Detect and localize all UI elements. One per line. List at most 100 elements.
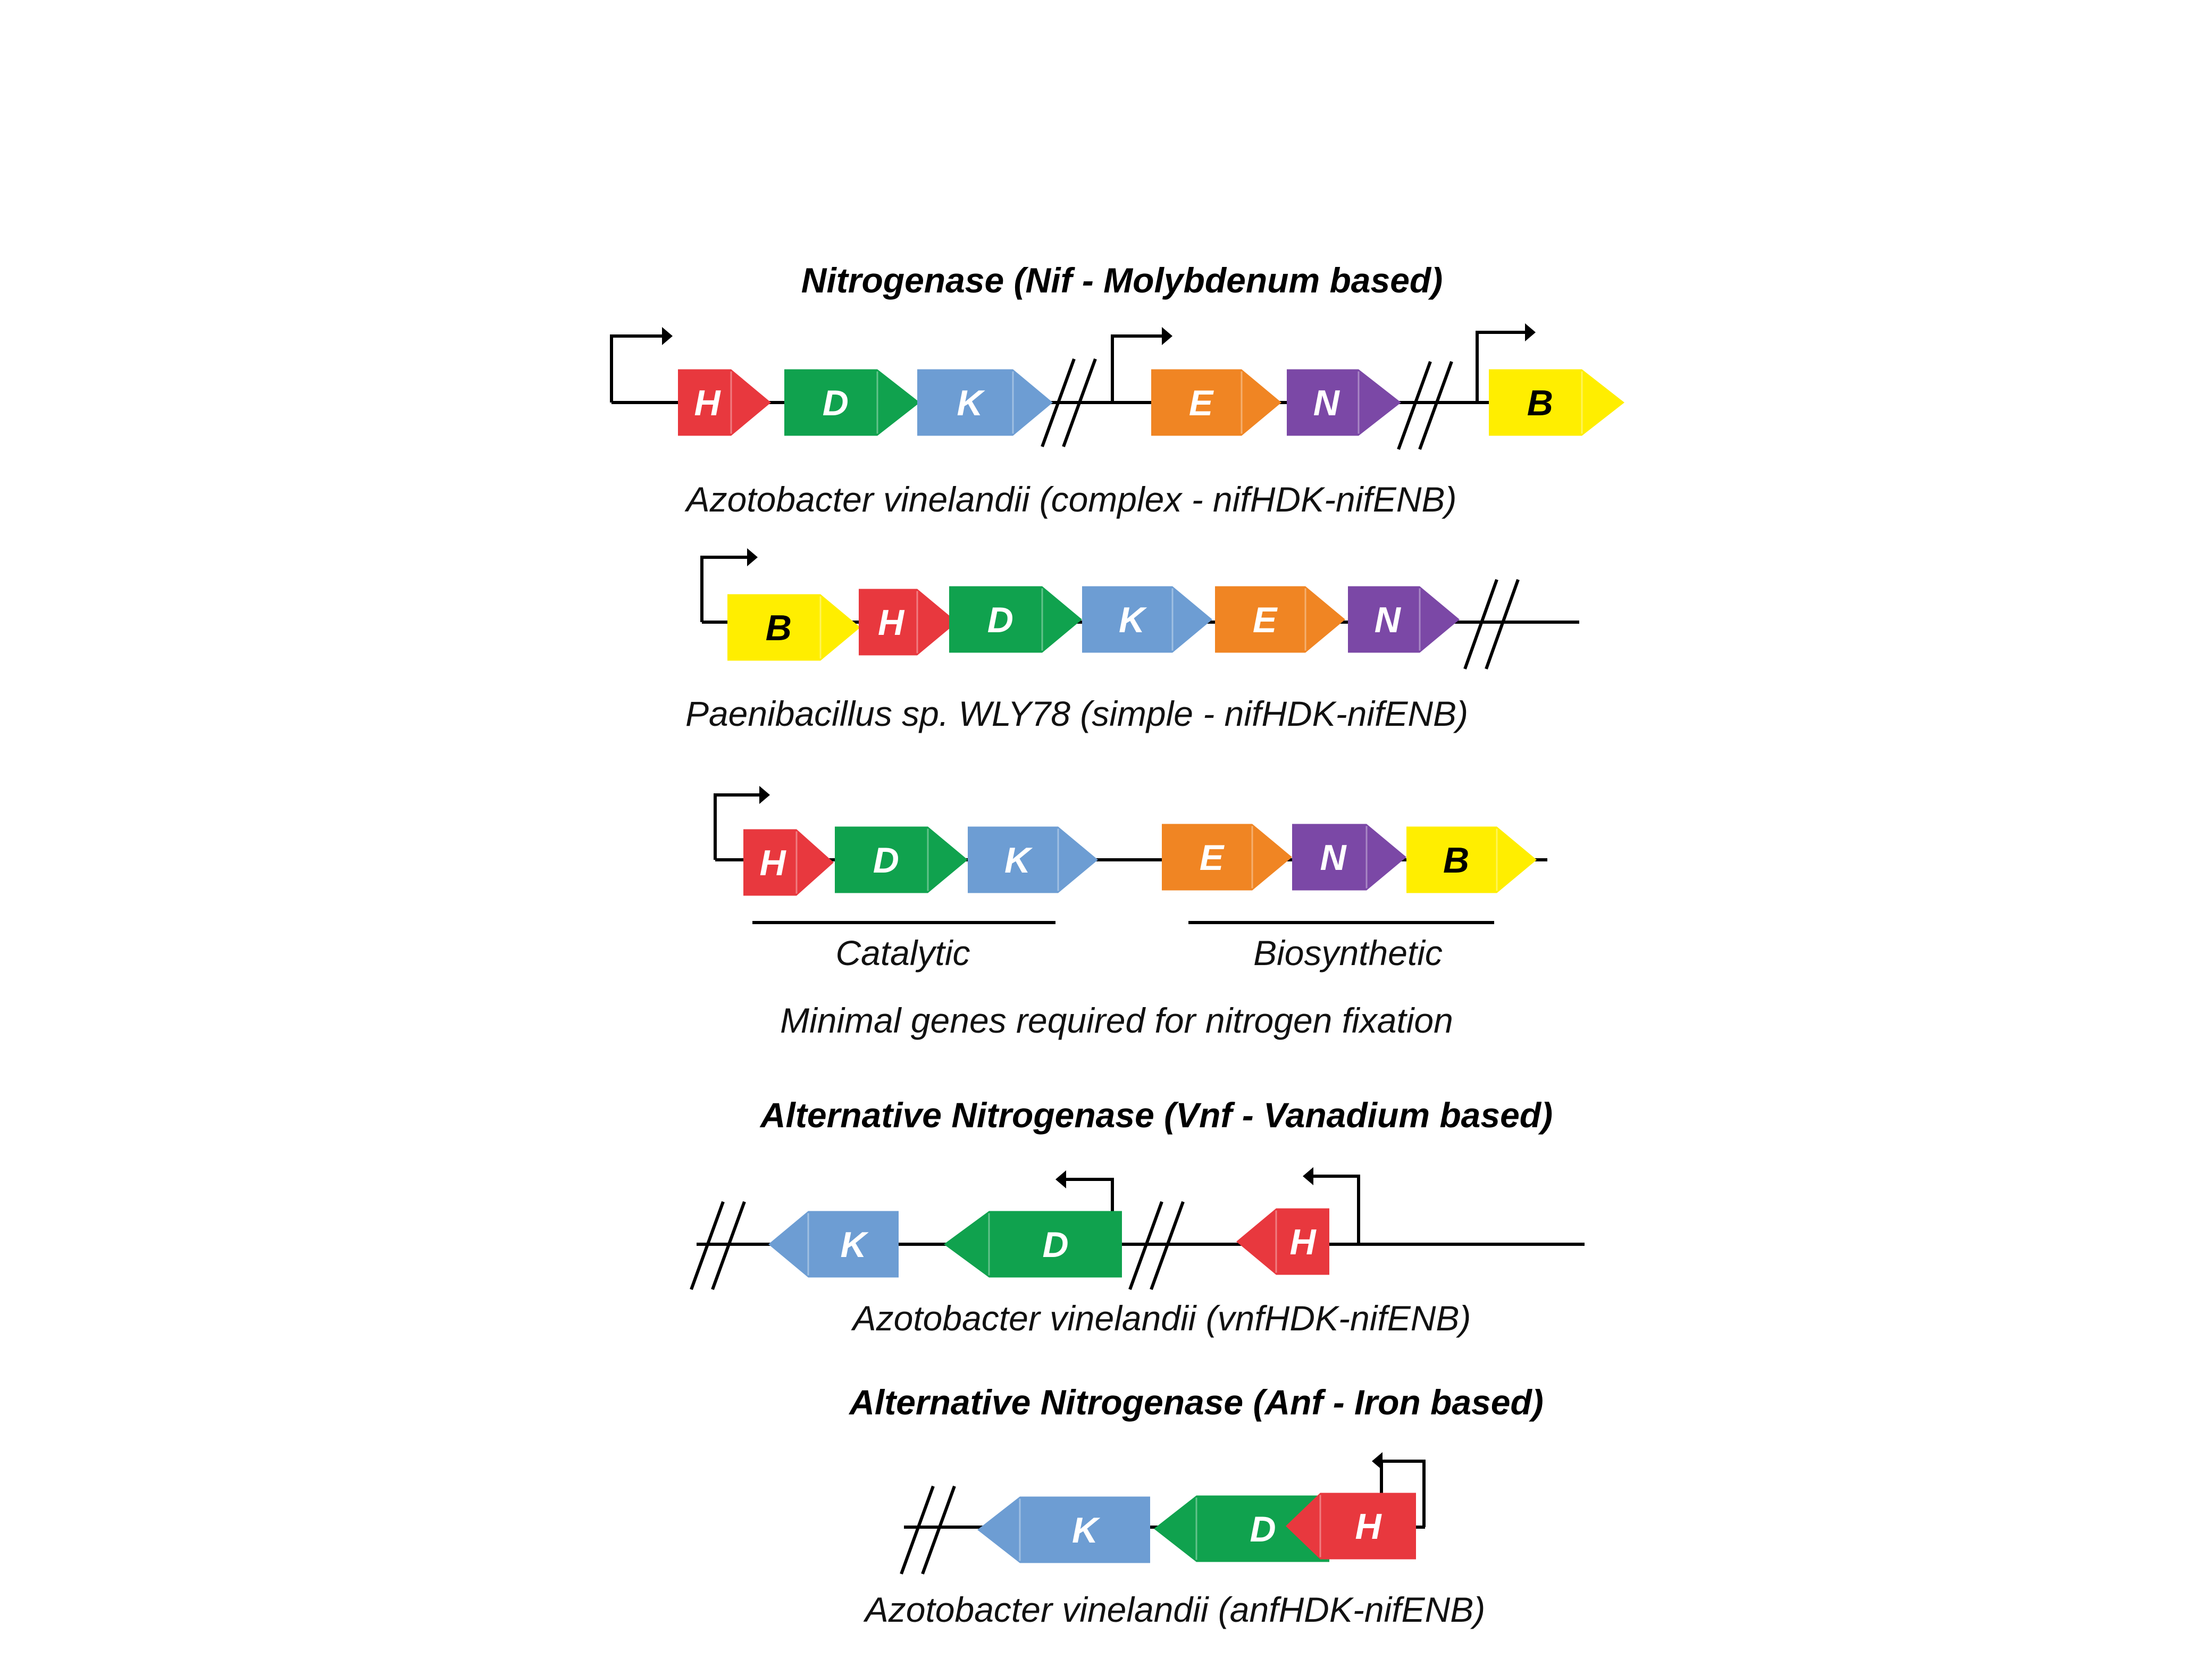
gene-H: H: [743, 829, 834, 896]
gene-E: E: [1162, 824, 1292, 891]
break-mark: [1397, 361, 1453, 450]
promoter-arrowhead: [1372, 1452, 1382, 1470]
gene-label: H: [878, 602, 905, 643]
gene-label: D: [1042, 1225, 1068, 1265]
promoter-arrowhead: [662, 327, 673, 345]
break-mark: [1463, 579, 1520, 670]
gene-arrow-shape: [1286, 1493, 1416, 1560]
gene-arrow-shape: [743, 829, 834, 896]
promoter-arrowhead: [1055, 1170, 1066, 1188]
gene-label: D: [987, 600, 1013, 640]
gene-H: H: [859, 589, 957, 656]
gene-K: K: [1082, 586, 1212, 653]
gene-label: K: [1072, 1510, 1101, 1551]
break-mark: [900, 1485, 956, 1575]
gene-arrow-shape: [784, 369, 920, 436]
gene-label: K: [840, 1225, 869, 1265]
gene-label: N: [1320, 837, 1347, 878]
gene-arrow-shape: [727, 594, 860, 661]
caption-azotobacter-vnf: Azotobacter vinelandii (vnfHDK-nifENB): [851, 1298, 1471, 1338]
gene-B: B: [1489, 369, 1624, 436]
gene-arrow-shape: [1292, 824, 1406, 891]
gene-label: K: [1119, 600, 1147, 640]
break-mark: [1041, 358, 1097, 448]
promoter-arrowhead: [1525, 323, 1536, 341]
promoter-arrow: [714, 793, 759, 860]
gene-arrow-shape: [1082, 586, 1212, 653]
promoter-arrowhead: [1162, 327, 1172, 345]
operon-minimal-nif: H D K E N B: [714, 786, 1547, 924]
operon-azotobacter-vnf: K D H: [690, 1167, 1585, 1291]
gene-K: K: [977, 1496, 1150, 1563]
label-biosynthetic: Biosynthetic: [1253, 933, 1443, 973]
promoter-arrow: [1476, 331, 1525, 403]
gene-D: D: [784, 369, 920, 436]
gene-arrow-shape: [859, 589, 957, 656]
title-nif: Nitrogenase (Nif - Molybdenum based): [801, 261, 1443, 300]
gene-K: K: [968, 826, 1098, 893]
operon-azotobacter-anf: K D H: [900, 1452, 1426, 1575]
gene-label: B: [766, 608, 792, 648]
gene-label: B: [1527, 383, 1553, 423]
gene-label: D: [1250, 1509, 1276, 1549]
gene-D: D: [949, 586, 1082, 653]
caption-azotobacter-anf: Azotobacter vinelandii (anfHDK-nifENB): [863, 1590, 1486, 1629]
gene-label: D: [823, 383, 849, 423]
gene-label: K: [957, 383, 985, 423]
promoter-arrow: [610, 334, 662, 403]
gene-N: N: [1287, 369, 1401, 436]
gene-arrow-shape: [1151, 369, 1281, 436]
gene-arrow-shape: [1215, 586, 1345, 653]
gene-K: K: [917, 369, 1053, 436]
gene-D: D: [1154, 1495, 1329, 1562]
gene-label: E: [1200, 837, 1225, 878]
gene-arrow-shape: [1406, 826, 1537, 893]
promoter-arrow: [1313, 1175, 1360, 1244]
gene-B: B: [1406, 826, 1537, 893]
operon-paenibacillus-nif: B H D K E N: [700, 548, 1579, 670]
gene-D: D: [944, 1211, 1122, 1278]
gene-label: E: [1189, 383, 1214, 423]
gene-label: H: [1355, 1506, 1382, 1547]
caption-minimal: Minimal genes required for nitrogen fixa…: [780, 1001, 1453, 1040]
title-vnf: Alternative Nitrogenase (Vnf - Vanadium …: [759, 1095, 1553, 1135]
gene-B: B: [727, 594, 860, 661]
gene-label: H: [759, 843, 786, 883]
break-mark: [1128, 1201, 1185, 1291]
gene-H: H: [1286, 1493, 1416, 1560]
gene-label: N: [1313, 383, 1340, 423]
break-mark: [690, 1201, 746, 1291]
gene-arrow-shape: [917, 369, 1053, 436]
promoter-arrowhead: [747, 548, 758, 566]
gene-label: K: [1004, 840, 1033, 881]
gene-K: K: [768, 1211, 899, 1278]
gene-H: H: [1236, 1208, 1329, 1275]
gene-arrow-shape: [977, 1496, 1150, 1563]
gene-arrow-shape: [835, 826, 968, 893]
promoter-arrow: [1111, 334, 1162, 403]
promoter-arrow: [700, 556, 747, 622]
caption-azotobacter-complex: Azotobacter vinelandii (complex - nifHDK…: [684, 480, 1457, 519]
gene-D: D: [835, 826, 968, 893]
gene-E: E: [1151, 369, 1281, 436]
gene-N: N: [1348, 586, 1460, 653]
gene-arrow-shape: [968, 826, 1098, 893]
gene-label: B: [1443, 840, 1469, 881]
gene-label: H: [1289, 1222, 1317, 1262]
operon-azotobacter-nif: H D K E N B: [610, 323, 1624, 450]
gene-label: H: [694, 383, 721, 423]
promoter-arrowhead: [1303, 1167, 1313, 1185]
gene-arrow-shape: [949, 586, 1082, 653]
promoter-arrowhead: [759, 786, 770, 804]
gene-arrow-shape: [1287, 369, 1401, 436]
gene-arrow-shape: [768, 1211, 899, 1278]
gene-label: N: [1375, 600, 1402, 640]
label-catalytic: Catalytic: [835, 933, 970, 973]
title-anf: Alternative Nitrogenase (Anf - Iron base…: [848, 1382, 1544, 1422]
gene-arrow-shape: [678, 369, 771, 436]
gene-arrow-shape: [1162, 824, 1292, 891]
gene-H: H: [678, 369, 771, 436]
gene-E: E: [1215, 586, 1345, 653]
gene-arrow-shape: [1489, 369, 1624, 436]
